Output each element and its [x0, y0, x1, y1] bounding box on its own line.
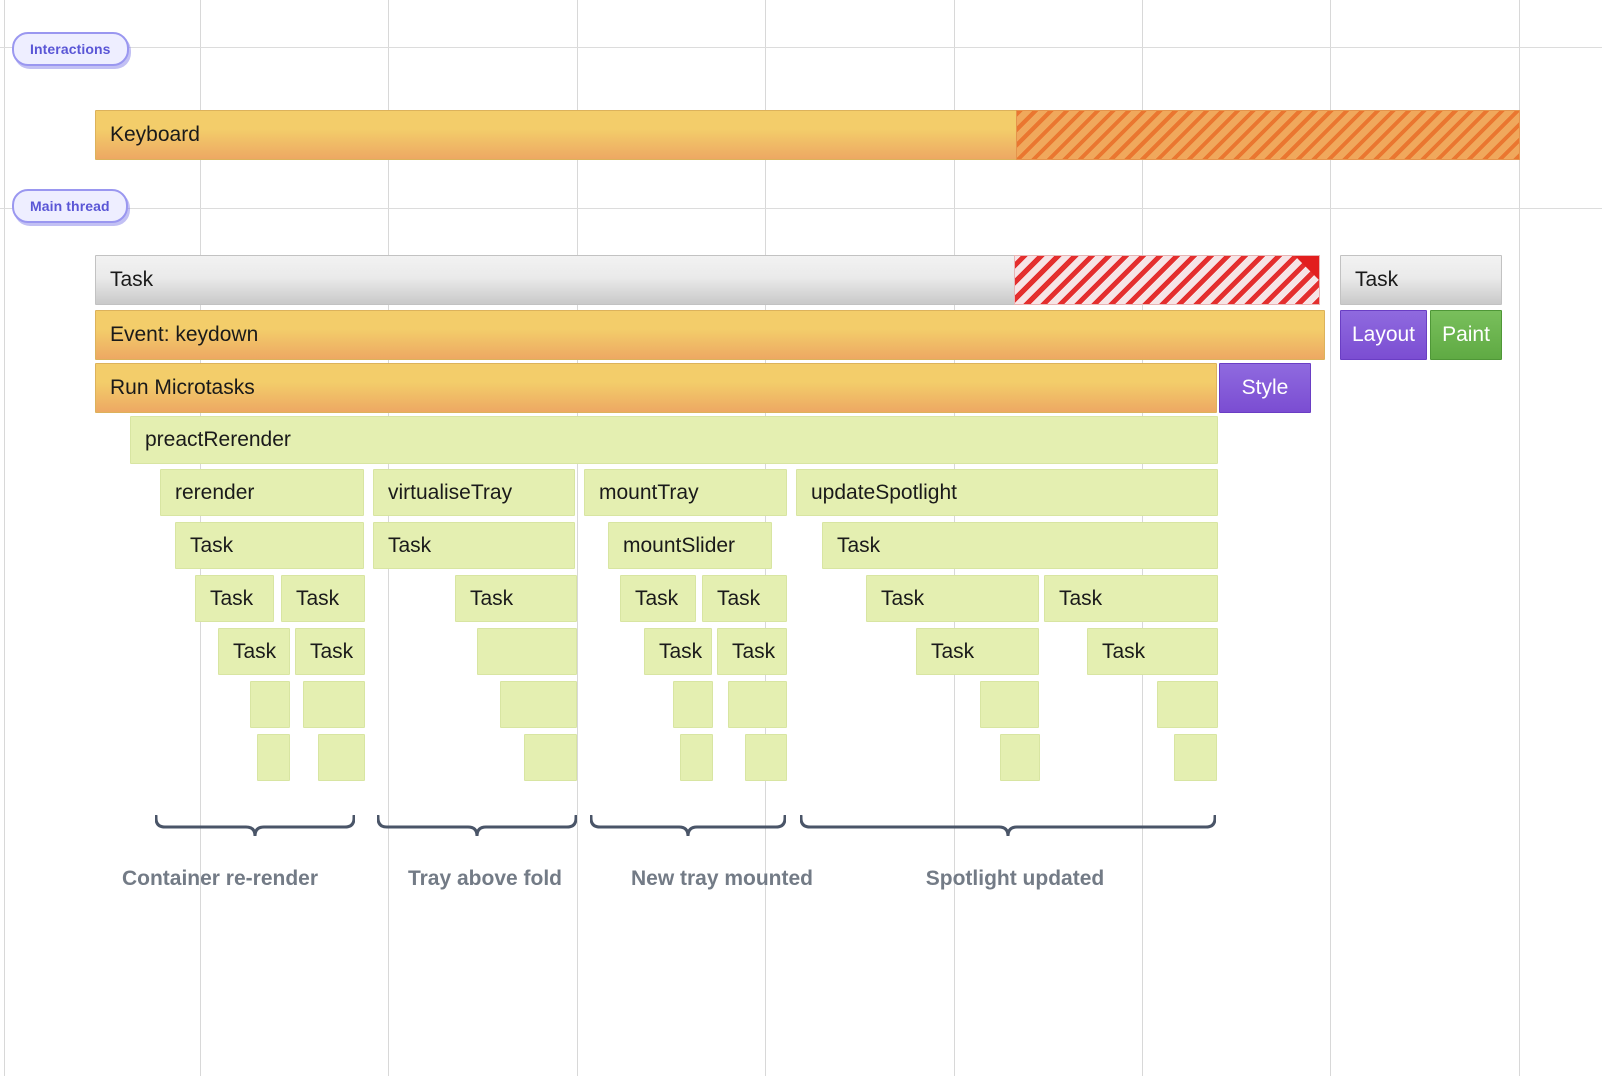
bracket-path: [155, 815, 355, 837]
flame-bar-task-r6-5[interactable]: Task: [866, 575, 1039, 622]
annotation-caption-2: New tray mounted: [630, 867, 814, 890]
flame-bar-mounttray-r4-2[interactable]: mountTray: [584, 469, 787, 516]
flame-bar-style-r2-1[interactable]: Style: [1219, 363, 1311, 413]
flame-bar-block-r9-1[interactable]: [318, 734, 365, 781]
flame-bar-layout-r1-1[interactable]: Layout: [1340, 310, 1427, 360]
flame-bar-block-r9-6[interactable]: [1174, 734, 1217, 781]
flame-bar-task-r7-4[interactable]: Task: [717, 628, 787, 675]
flame-bar-label: Run Microtasks: [110, 376, 255, 399]
bracket-path: [377, 815, 577, 837]
flame-bar-updatespotlight-r4-3[interactable]: updateSpotlight: [796, 469, 1218, 516]
flame-bar-task-r0-0[interactable]: Task: [95, 255, 1320, 305]
flame-bar-label: Task: [1059, 586, 1103, 610]
annotation-bracket-2: [590, 815, 786, 837]
flame-bar-preactrerender-r3-0[interactable]: preactRerender: [130, 416, 1218, 464]
flame-bar-label: Task: [732, 639, 776, 663]
grid-line-vertical-0: [4, 0, 5, 1076]
flame-bar-label: Task: [388, 533, 432, 557]
flame-bar-block-r9-4[interactable]: [745, 734, 787, 781]
interaction-bar-0[interactable]: Keyboard: [95, 110, 1520, 160]
flame-bar-block-r9-5[interactable]: [1000, 734, 1040, 781]
flame-bar-block-r9-3[interactable]: [680, 734, 713, 781]
flame-bar-task-r6-6[interactable]: Task: [1044, 575, 1218, 622]
flame-bar-label: Style: [1241, 376, 1289, 399]
flame-bar-block-r8-0[interactable]: [250, 681, 290, 728]
flame-bar-label: Layout: [1351, 323, 1416, 346]
flame-bar-task-r5-3[interactable]: Task: [822, 522, 1218, 569]
flame-bar-label: Paint: [1442, 323, 1490, 346]
flame-bar-label: Task: [110, 268, 154, 291]
flame-bar-label: Task: [717, 586, 761, 610]
flame-bar-run-microtasks-r2-0[interactable]: Run Microtasks: [95, 363, 1217, 413]
annotation-bracket-3: [800, 815, 1216, 837]
flame-bar-task-r7-0[interactable]: Task: [218, 628, 290, 675]
flame-bar-label: Keyboard: [110, 123, 200, 146]
flame-bar-label: Task: [659, 639, 703, 663]
flame-bar-block-r8-5[interactable]: [980, 681, 1039, 728]
flame-bar-label: Task: [1102, 639, 1146, 663]
track-badge-label: Main thread: [30, 198, 110, 214]
flame-bar-block-r8-4[interactable]: [728, 681, 787, 728]
flame-bar-event-keydown-r1-0[interactable]: Event: keydown: [95, 310, 1325, 360]
flame-bar-task-r7-3[interactable]: Task: [644, 628, 712, 675]
grid-line-vertical-3: [577, 0, 578, 1076]
flame-bar-virtualisetray-r4-1[interactable]: virtualiseTray: [373, 469, 575, 516]
flame-bar-task-r7-1[interactable]: Task: [295, 628, 365, 675]
flame-bar-label: Task: [210, 586, 254, 610]
flame-bar-label: Task: [635, 586, 679, 610]
annotation-caption-0: Container re-render: [121, 867, 319, 890]
flame-bar-task-r7-6[interactable]: Task: [1087, 628, 1218, 675]
flame-bar-label: mountTray: [599, 480, 699, 504]
flame-bar-task-r5-0[interactable]: Task: [175, 522, 364, 569]
flame-bar-label: Event: keydown: [110, 323, 259, 346]
flame-bar-block-r8-2[interactable]: [500, 681, 577, 728]
track-badge-main-thread[interactable]: Main thread: [12, 189, 128, 223]
flame-bar-task-r6-2[interactable]: Task: [455, 575, 577, 622]
annotation-caption-3: Spotlight updated: [925, 867, 1105, 890]
flame-bar-label: Task: [1355, 268, 1399, 291]
flame-bar-task-r6-3[interactable]: Task: [620, 575, 696, 622]
track-badge-label: Interactions: [30, 41, 111, 57]
flame-bar-label: Task: [881, 586, 925, 610]
flame-bar-label: Task: [296, 586, 340, 610]
flame-bar-paint-r1-2[interactable]: Paint: [1430, 310, 1502, 360]
flame-bar-label: preactRerender: [145, 428, 291, 451]
flame-bar-label: rerender: [175, 480, 255, 504]
flame-bar-block-r8-3[interactable]: [673, 681, 713, 728]
flame-bar-task-r6-4[interactable]: Task: [702, 575, 787, 622]
flame-bar-block-r9-2[interactable]: [524, 734, 577, 781]
flame-bar-rerender-r4-0[interactable]: rerender: [160, 469, 364, 516]
flame-bar-label: updateSpotlight: [811, 480, 957, 504]
annotation-bracket-0: [155, 815, 355, 837]
track-badge-interactions[interactable]: Interactions: [12, 32, 129, 66]
flame-bar-label: Task: [470, 586, 514, 610]
flame-bar-mountslider-r5-2[interactable]: mountSlider: [608, 522, 772, 569]
flame-bar-block-r8-6[interactable]: [1157, 681, 1218, 728]
grid-line-vertical-8: [1519, 0, 1520, 1076]
flame-bar-block-r7-2[interactable]: [477, 628, 577, 675]
annotation-bracket-1: [377, 815, 577, 837]
flame-bar-label: Task: [837, 533, 881, 557]
track-rule-0: [0, 47, 1602, 48]
flame-bar-block-r9-0[interactable]: [257, 734, 290, 781]
flame-bar-label: mountSlider: [623, 533, 736, 557]
bracket-path: [800, 815, 1216, 837]
long-task-warning-corner-icon: [1295, 256, 1319, 280]
bracket-path: [590, 815, 786, 837]
flame-bar-label: Task: [931, 639, 975, 663]
track-rule-1: [0, 208, 1602, 209]
flame-bar-block-r8-1[interactable]: [303, 681, 365, 728]
flame-bar-task-r5-1[interactable]: Task: [373, 522, 575, 569]
flame-bar-label: Task: [310, 639, 354, 663]
flame-bar-task-r0-1[interactable]: Task: [1340, 255, 1502, 305]
flame-bar-task-r6-1[interactable]: Task: [281, 575, 365, 622]
annotation-caption-1: Tray above fold: [407, 867, 563, 890]
flame-bar-label: Task: [190, 533, 234, 557]
flame-bar-task-r6-0[interactable]: Task: [195, 575, 274, 622]
flame-bar-label: virtualiseTray: [388, 480, 513, 504]
grid-line-vertical-7: [1330, 0, 1331, 1076]
flame-bar-label: Task: [233, 639, 277, 663]
flame-bar-task-r7-5[interactable]: Task: [916, 628, 1039, 675]
